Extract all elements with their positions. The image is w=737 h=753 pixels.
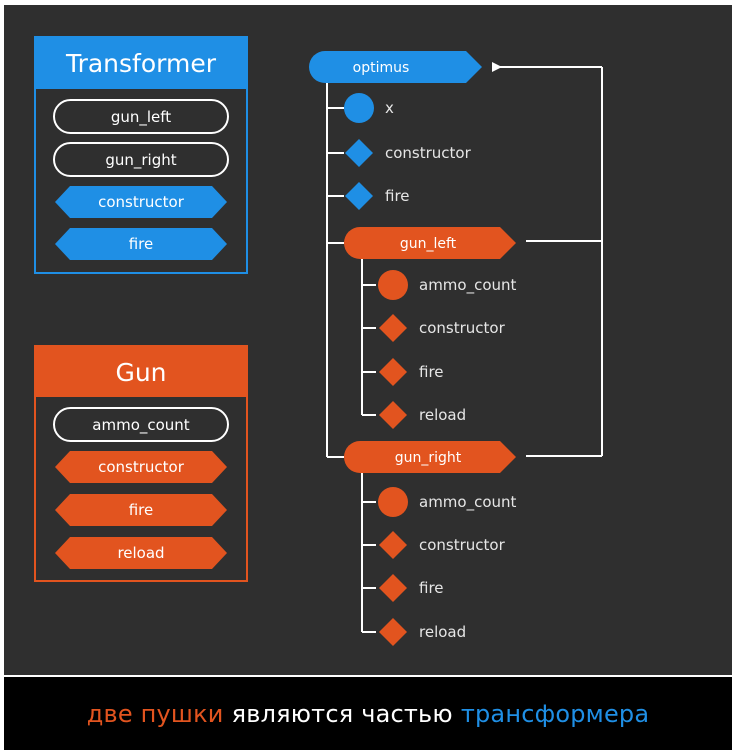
circle-icon [378,270,408,300]
child-label: fire [419,363,444,381]
method-hexagon [55,186,227,218]
gun-right-node: gun_right [344,441,516,473]
caption-highlight-guns: две пушки [86,699,224,728]
child-label: ammo_count [419,493,517,512]
association-arrows [492,62,603,457]
property-pill [53,99,229,134]
transformer-member-constructor: constructor [55,186,227,218]
optimus-label: optimus [353,60,410,76]
circle-icon [344,93,374,123]
transformer-member-gun-right: gun_right [53,142,229,177]
transformer-class: Transformer gun_left gun_right construct… [34,36,248,274]
gun-right-child-constructor: constructor [379,531,506,559]
optimus-child-constructor: constructor [345,139,472,167]
circle-icon [378,487,408,517]
member-label: gun_left [111,108,171,127]
gun-left-label: gun_left [400,236,457,252]
diamond-icon [345,182,373,210]
gun-right-child-fire: fire [379,574,444,602]
gun-member-fire: fire [55,494,227,526]
gun-left-pill [344,227,516,259]
optimus-child-x: x [344,93,394,123]
gun-right-pill [344,441,516,473]
method-hexagon [55,451,227,483]
diamond-icon [345,139,373,167]
child-label: ammo_count [419,276,517,295]
method-hexagon [55,537,227,569]
optimus-node: optimus [309,51,482,83]
gun-member-constructor: constructor [55,451,227,483]
gun-left-child-constructor: constructor [379,314,506,342]
child-label: reload [419,406,466,424]
method-hexagon [55,494,227,526]
gun-class-header [35,346,247,397]
optimus-pill [309,51,482,83]
gun-class: Gun ammo_count constructor fire reload [34,345,248,582]
optimus-child-fire: fire [345,182,410,210]
gun-class-title: Gun [115,358,166,387]
member-label: fire [129,501,154,519]
member-label: ammo_count [92,416,190,435]
child-label: constructor [419,319,506,337]
diamond-icon [379,531,407,559]
member-label: constructor [98,458,185,476]
member-label: constructor [98,193,185,211]
gun-member-ammo-count: ammo_count [53,407,229,442]
gun-right-child-reload: reload [379,618,466,646]
gun-left-node: gun_left [344,227,516,259]
child-label: reload [419,623,466,641]
caption-middle-text: являются частью [231,699,453,728]
method-hexagon [55,228,227,260]
tree-connectors [326,82,376,633]
gun-left-child-reload: reload [379,401,466,429]
gun-right-label: gun_right [395,450,462,466]
diagram-canvas: Transformer gun_left gun_right construct… [4,5,732,675]
diamond-icon [379,401,407,429]
diamond-icon [379,358,407,386]
gun-left-child-fire: fire [379,358,444,386]
gun-right-child-ammo-count: ammo_count [378,487,517,517]
child-label: fire [385,187,410,205]
member-label: reload [117,544,164,562]
property-pill [53,142,229,177]
transformer-member-gun-left: gun_left [53,99,229,134]
child-label: constructor [385,144,472,162]
diamond-icon [379,314,407,342]
child-label: constructor [419,536,506,554]
child-label: x [385,99,394,117]
member-label: gun_right [105,151,176,170]
transformer-class-title: Transformer [65,49,217,78]
gun-member-reload: reload [55,537,227,569]
child-label: fire [419,579,444,597]
property-pill [53,407,229,442]
transformer-class-header [35,37,247,89]
diamond-icon [379,574,407,602]
caption-highlight-transformer: трансформера [460,699,650,728]
transformer-member-fire: fire [55,228,227,260]
member-label: fire [129,235,154,253]
diamond-icon [379,618,407,646]
class-diagram: Transformer gun_left gun_right construct… [34,36,603,646]
gun-left-child-ammo-count: ammo_count [378,270,517,300]
